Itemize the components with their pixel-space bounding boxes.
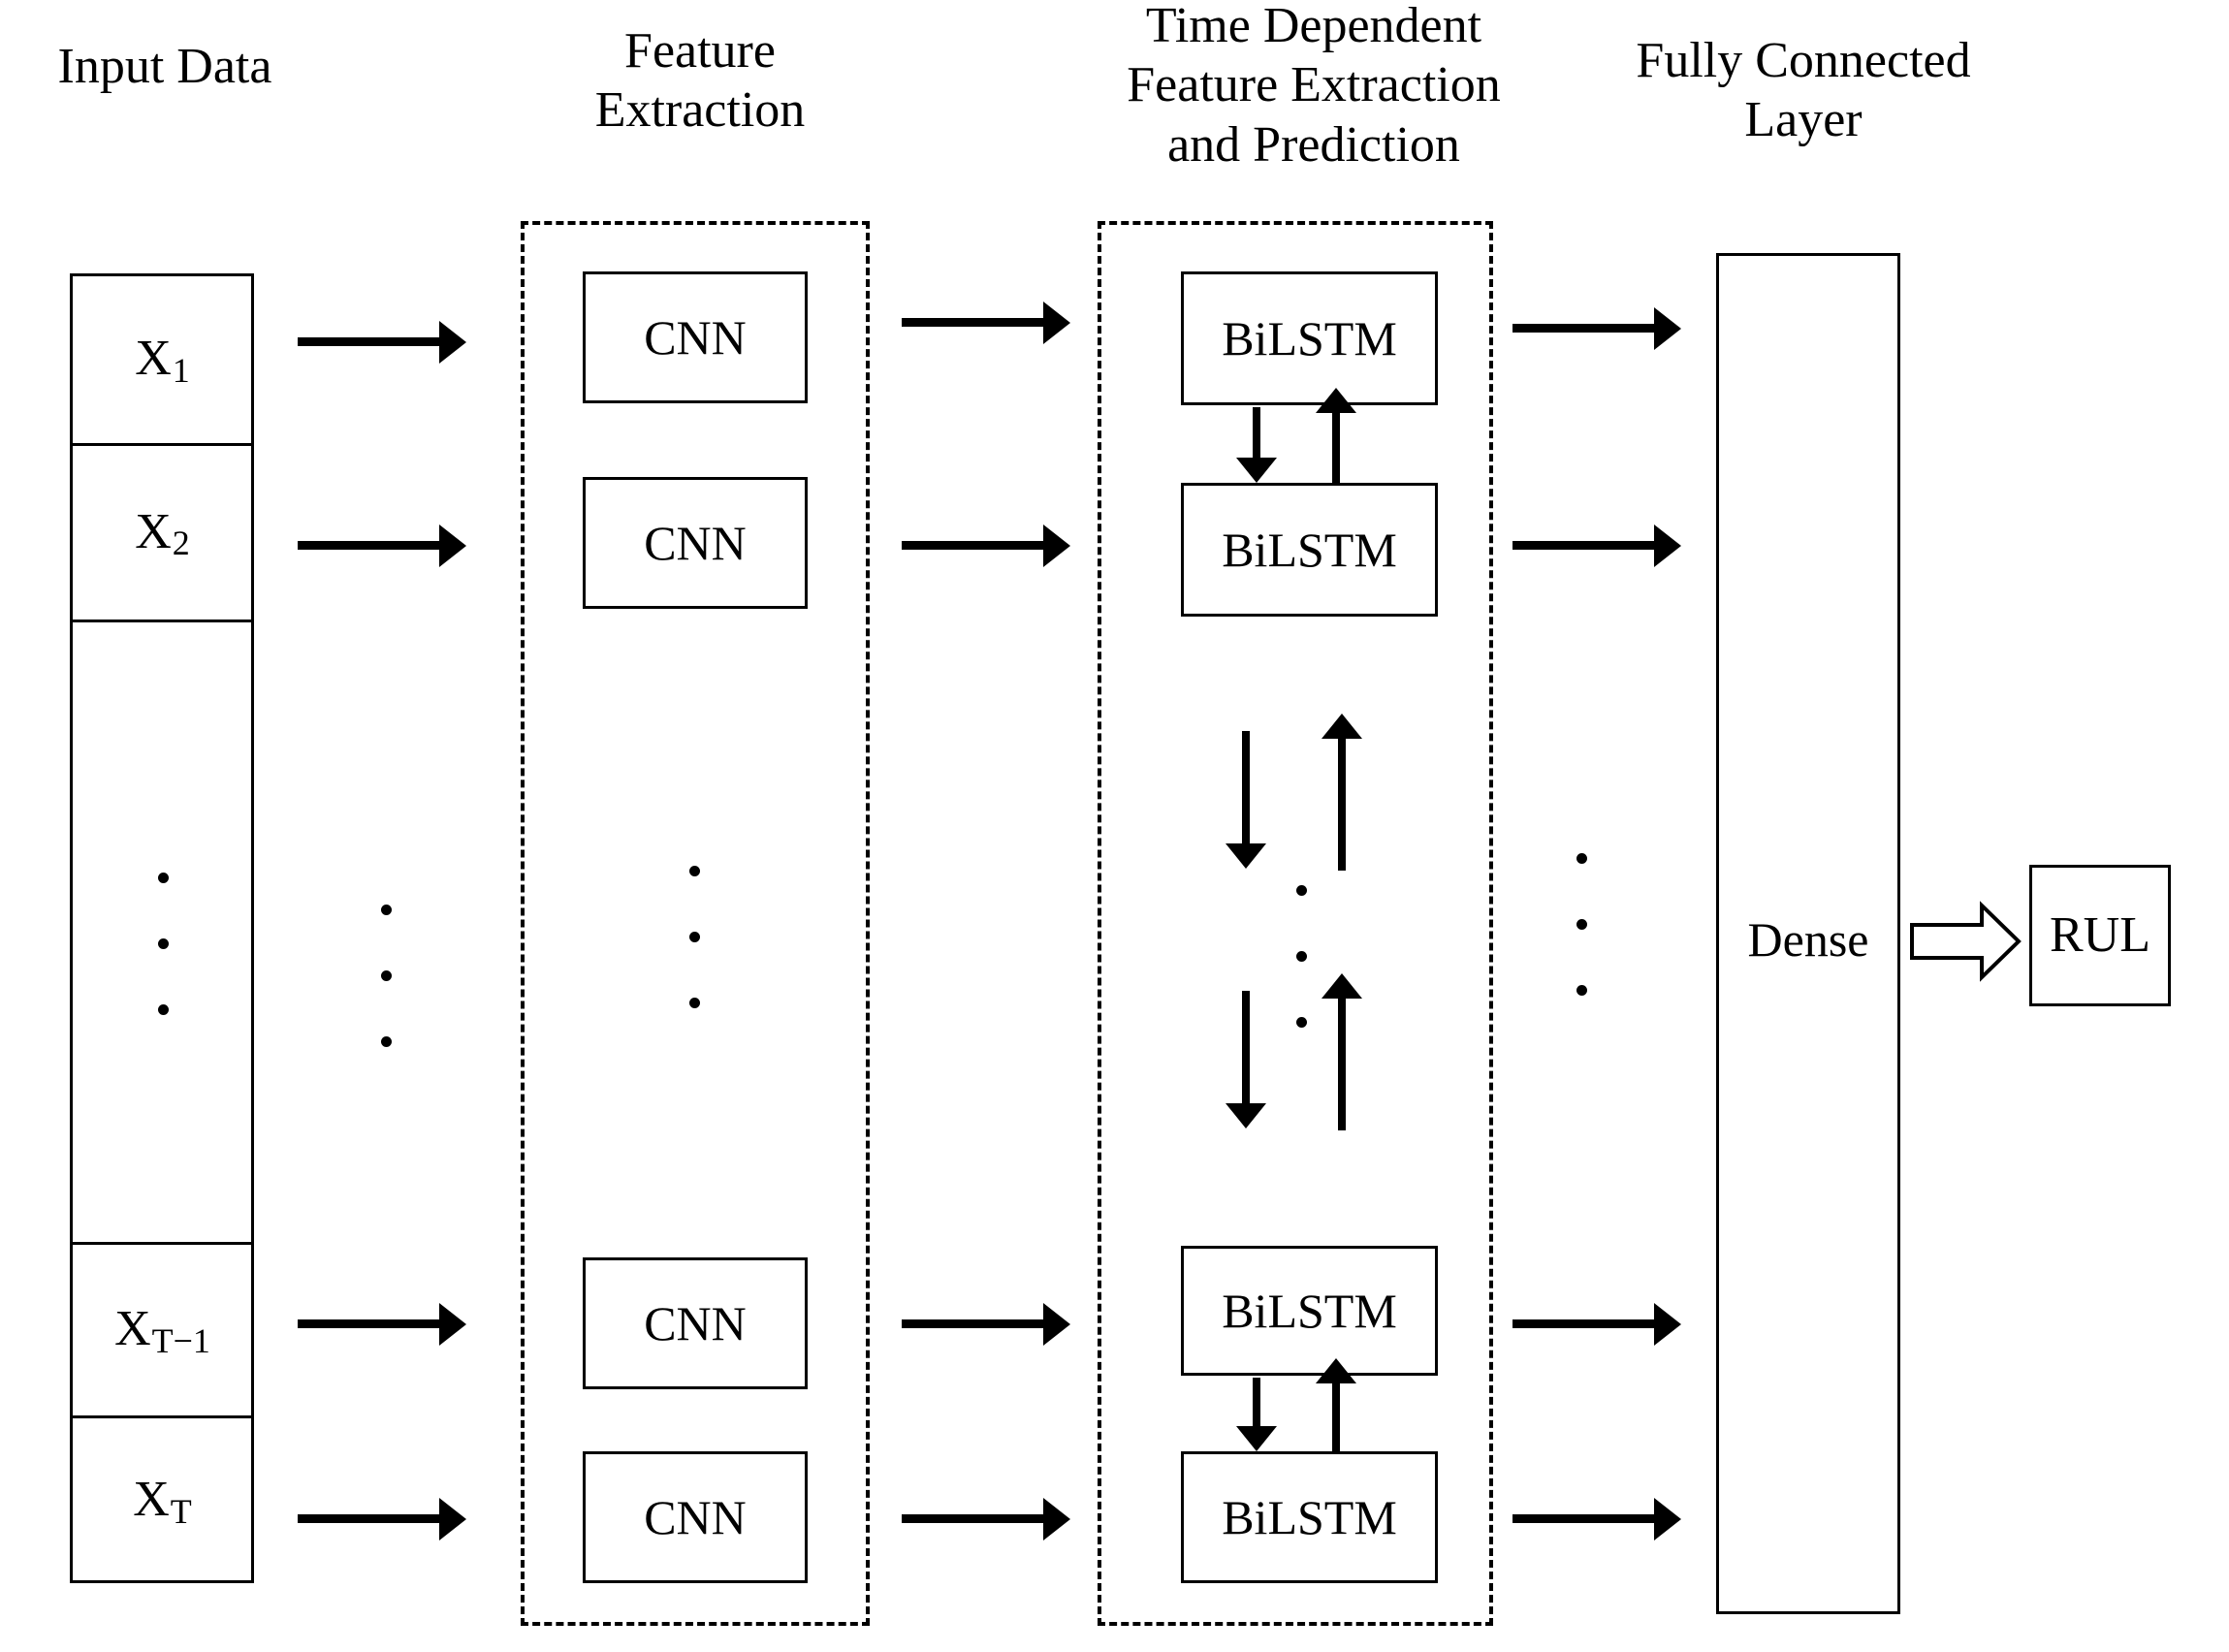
- rul-output-box[interactable]: RUL: [2029, 865, 2171, 1006]
- arrow-bilstm2-to-dense: [1513, 541, 1656, 550]
- bilstm-group-ellipsis-icon: [1296, 885, 1307, 1028]
- heading-feature-extraction: Feature Extraction: [594, 23, 806, 139]
- arrow-input-xt-to-cnn4: [298, 1514, 441, 1523]
- input-cell-base: X: [114, 1301, 151, 1356]
- feature-extraction-group: [521, 221, 870, 1626]
- cnn-block-1[interactable]: CNN: [583, 271, 808, 403]
- arrow-input-xt-minus-1-to-cnn3: [298, 1319, 441, 1328]
- block-arrow-dense-to-rul: [1906, 900, 2024, 983]
- input-column-ellipsis-icon: [158, 873, 169, 1015]
- arrow-cnn3-to-bilstm3: [902, 1319, 1045, 1328]
- cnn-block-3[interactable]: CNN: [583, 1257, 808, 1389]
- arrow-bilstm-chain-down-upper: [1242, 731, 1250, 845]
- bilstm-block-3[interactable]: BiLSTM: [1181, 1246, 1438, 1376]
- arrow-cnn2-to-bilstm2: [902, 541, 1045, 550]
- arrow-input-x1-to-cnn1: [298, 337, 441, 346]
- input-cell-subscript: 2: [172, 524, 190, 562]
- input-column-divider: [70, 1242, 254, 1245]
- input-cell-base: X: [133, 1472, 170, 1527]
- arrow-bilstm4-to-bilstm3: [1332, 1382, 1340, 1451]
- input-column-divider: [70, 1415, 254, 1418]
- input-to-cnn-ellipsis-icon: [381, 905, 392, 1047]
- arrow-cnn1-to-bilstm1: [902, 318, 1045, 327]
- arrow-bilstm1-to-bilstm2: [1253, 407, 1260, 460]
- arrow-bilstm3-to-dense: [1513, 1319, 1656, 1328]
- dense-layer-column[interactable]: [1716, 253, 1900, 1614]
- input-cell-base: X: [135, 331, 172, 386]
- arrow-cnn4-to-bilstm4: [902, 1514, 1045, 1523]
- input-cell-subscript: 1: [172, 350, 190, 390]
- arrow-bilstm-chain-down-lower: [1242, 991, 1250, 1105]
- bilstm-block-1[interactable]: BiLSTM: [1181, 271, 1438, 405]
- time-dependent-group: [1098, 221, 1493, 1626]
- arrow-input-x2-to-cnn2: [298, 541, 441, 550]
- bilstm-block-4[interactable]: BiLSTM: [1181, 1451, 1438, 1583]
- input-data-column: [70, 273, 254, 1583]
- heading-input-data: Input Data: [57, 39, 272, 94]
- cnn-block-2[interactable]: CNN: [583, 477, 808, 609]
- dense-layer-label: Dense: [1747, 912, 1869, 967]
- cnn-block-4[interactable]: CNN: [583, 1451, 808, 1583]
- arrow-bilstm-chain-up-lower: [1338, 997, 1346, 1130]
- bilstm-to-dense-ellipsis-icon: [1576, 853, 1587, 996]
- cnn-group-ellipsis-icon: [689, 866, 700, 1008]
- arrow-bilstm4-to-dense: [1513, 1514, 1656, 1523]
- input-cell-subscript: T: [170, 1491, 192, 1531]
- input-cell-subscript: T−1: [151, 1320, 210, 1360]
- input-column-divider: [70, 620, 254, 622]
- heading-fully-connected-layer: Fully Connected Layer: [1636, 33, 1971, 148]
- input-column-divider: [70, 443, 254, 446]
- arrow-bilstm1-to-dense: [1513, 324, 1656, 333]
- arrow-bilstm2-to-bilstm1: [1332, 411, 1340, 483]
- bilstm-block-2[interactable]: BiLSTM: [1181, 483, 1438, 617]
- input-cell-base: X: [135, 503, 172, 559]
- arrow-bilstm-chain-up-upper: [1338, 737, 1346, 871]
- arrow-bilstm3-to-bilstm4: [1253, 1378, 1260, 1428]
- heading-time-dependent-feature-extraction: Time Dependent Feature Extraction and Pr…: [1127, 0, 1501, 173]
